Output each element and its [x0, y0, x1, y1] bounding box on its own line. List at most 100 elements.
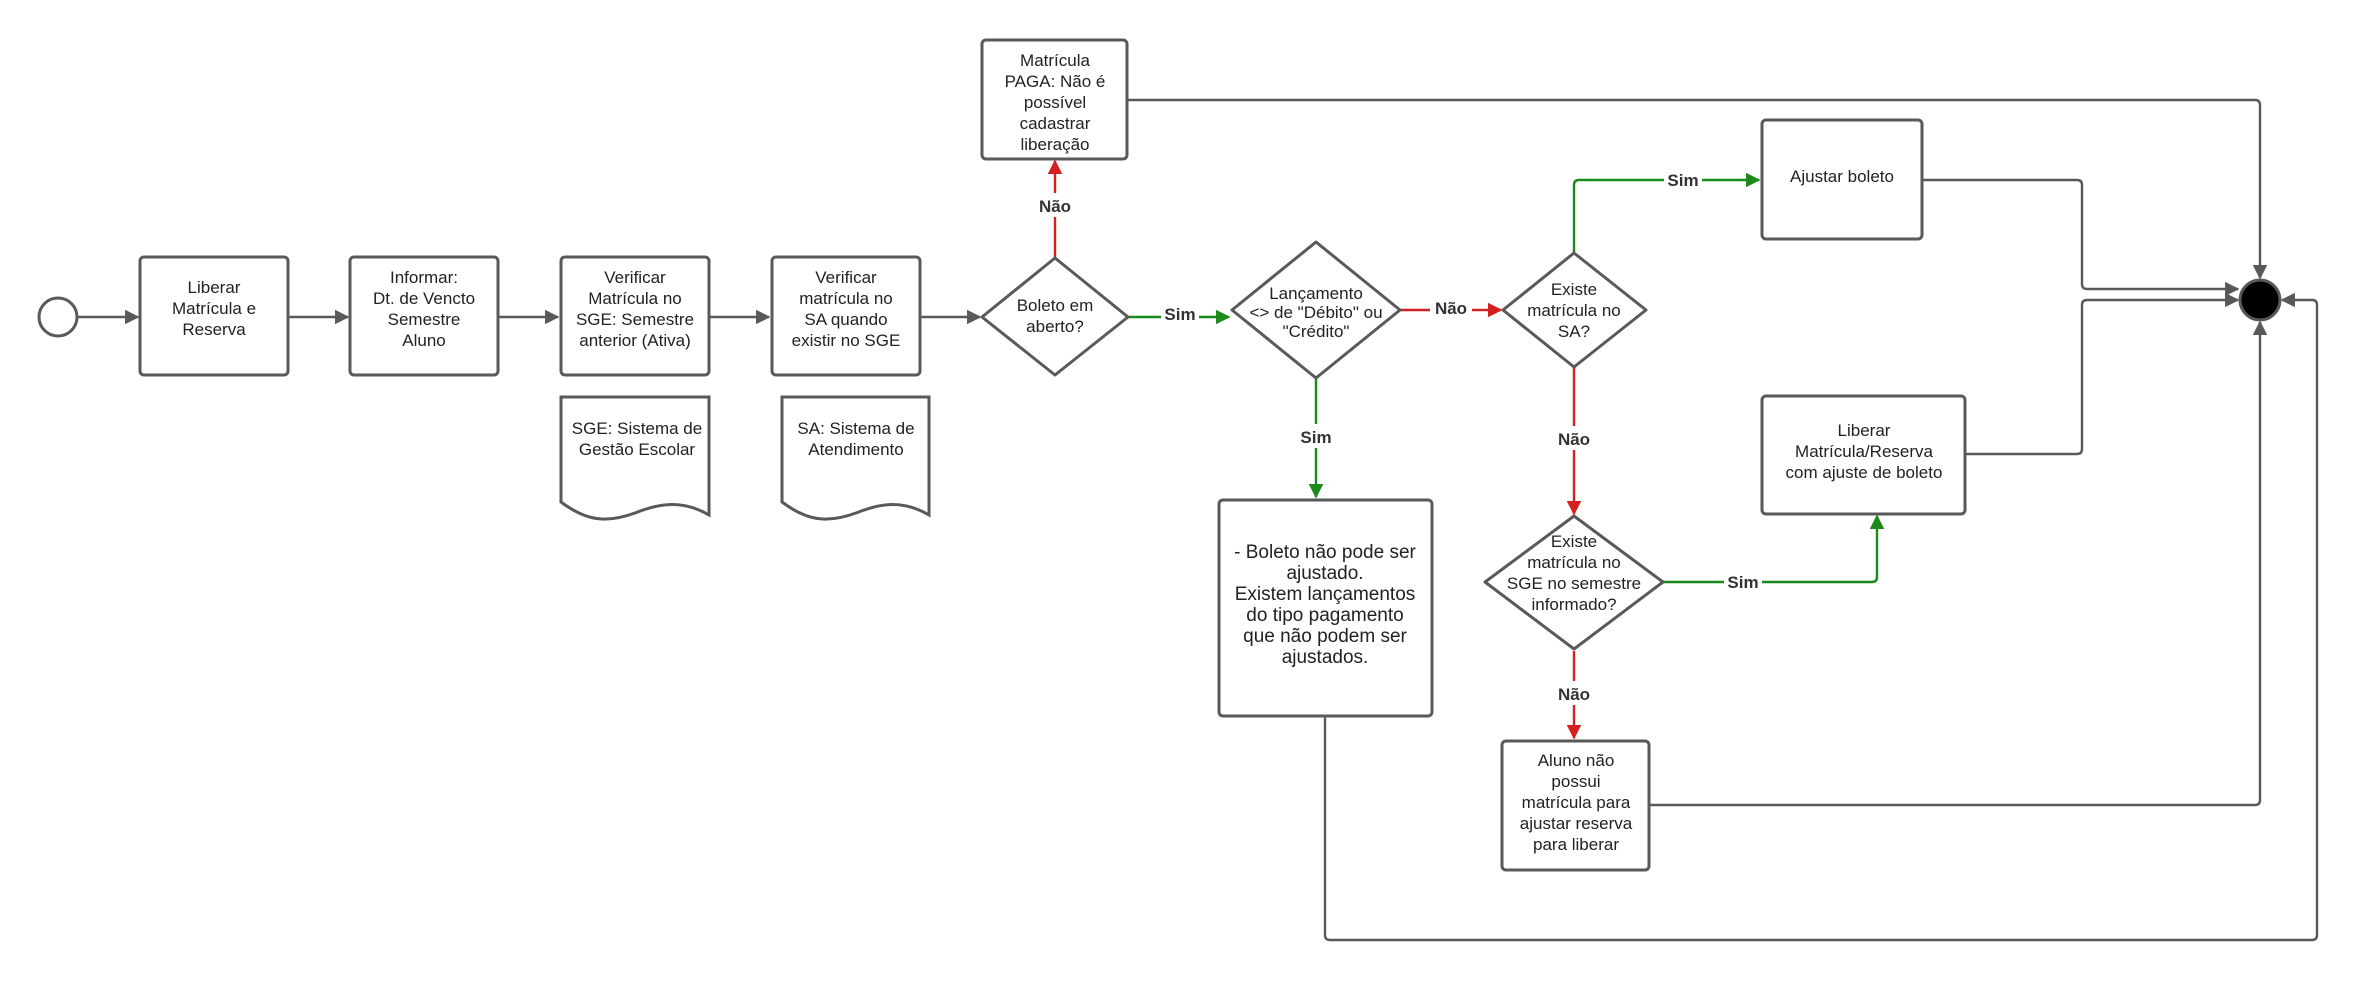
doc-sge-label-line: SGE: Sistema de	[572, 419, 702, 438]
node-liberar-label-line: Reserva	[182, 320, 246, 339]
decision-boleto-aberto-label-line: aberto?	[1026, 317, 1084, 336]
node-informar-label-line: Dt. de Vencto	[373, 289, 475, 308]
decision-existe-sa[interactable]: Existe matrícula no SA?	[1501, 251, 1648, 369]
edge-label-nao-paga: Não	[1039, 197, 1071, 216]
node-aluno-nao-label: Aluno não possui matrícula para ajustar res…	[1520, 751, 1633, 854]
node-matricula-paga-label-line: possível	[1024, 93, 1086, 112]
node-matricula-paga-label-line: liberação	[1021, 135, 1090, 154]
edge-label-sim-doc: Sim	[1300, 428, 1331, 447]
decision-lancamento-label: Lançamento<> de "Débito" ou"Crédito"	[1249, 284, 1382, 341]
node-boleto-nao-ajustado-label-line: ajustado.	[1286, 563, 1363, 584]
edge-label-sim-ajustar: Sim	[1667, 171, 1698, 190]
decision-boleto-aberto[interactable]: Boleto em aberto?	[980, 256, 1130, 377]
end-event[interactable]	[2238, 278, 2282, 322]
doc-sa: SA: Sistema de Atendimento	[780, 395, 931, 521]
node-ajustar-boleto-label-line: Ajustar boleto	[1790, 167, 1894, 186]
doc-sa-label-line: SA: Sistema de	[797, 419, 914, 438]
decision-existe-sa-label-line: SA?	[1558, 322, 1590, 341]
decision-existe-sge-label: Existe matrícula no SGE no semestre informa…	[1507, 532, 1641, 614]
edge-label-nao-existe-sge: Não	[1558, 430, 1590, 449]
edge-boleto-nao-ajustado-end	[1323, 292, 2319, 942]
node-matricula-paga-label-line: cadastrar	[1020, 114, 1091, 133]
doc-sa-label: SA: Sistema de Atendimento	[797, 419, 914, 459]
decision-existe-sge-label-line: informado?	[1531, 595, 1616, 614]
node-aluno-nao-label-line: para liberar	[1533, 835, 1619, 854]
node-verificar-sa-label-line: matrícula no	[799, 289, 893, 308]
decision-boleto-aberto-label: Boleto em aberto?	[1017, 296, 1094, 336]
decision-existe-sa-label-line: matrícula no	[1527, 301, 1621, 320]
decision-lancamento-label-line: <> de "Débito" ou	[1249, 303, 1382, 322]
node-verificar-sa-label-line: Verificar	[815, 268, 877, 287]
node-informar-label-line: Aluno	[402, 331, 445, 350]
decision-boleto-aberto-label-line: Boleto em	[1017, 296, 1094, 315]
node-boleto-nao-ajustado-label-line: que não podem ser	[1243, 626, 1407, 647]
node-aluno-nao[interactable]: Aluno não possui matrícula para ajustar res…	[1500, 739, 1651, 872]
node-aluno-nao-label-line: ajustar reserva	[1520, 814, 1633, 833]
node-matricula-paga-label-line: Matrícula	[1020, 51, 1090, 70]
node-liberar-label-line: Liberar	[188, 278, 241, 297]
node-verificar-sge-label-line: Verificar	[604, 268, 666, 287]
doc-sge-label: SGE: Sistema de Gestão Escolar	[572, 419, 702, 459]
node-verificar-sa-label: Verificar matrícula no SA quando existir no…	[792, 268, 901, 350]
edge-label-sim-liberar: Sim	[1727, 573, 1758, 592]
node-verificar-sge-label-line: anterior (Ativa)	[579, 331, 690, 350]
decision-existe-sge-label-line: matrícula no	[1527, 553, 1621, 572]
doc-sa-label-line: Atendimento	[808, 440, 903, 459]
node-aluno-nao-label-line: matrícula para	[1522, 793, 1631, 812]
node-aluno-nao-label-line: possui	[1551, 772, 1600, 791]
edge-existe-sa-ajustar	[1572, 172, 1761, 253]
doc-sge-label-line: Gestão Escolar	[579, 440, 696, 459]
node-verificar-sge-label-line: SGE: Semestre	[576, 310, 694, 329]
node-boleto-nao-ajustado-label-line: - Boleto não pode ser	[1234, 542, 1416, 563]
edge-label-nao-aluno: Não	[1558, 685, 1590, 704]
edge-matricula-paga-end	[1127, 98, 2268, 280]
node-verificar-sa[interactable]: Verificar matrícula no SA quando existir no…	[770, 255, 922, 377]
doc-sge: SGE: Sistema de Gestão Escolar	[559, 395, 711, 521]
node-ajustar-boleto[interactable]: Ajustar boleto	[1760, 118, 1924, 241]
node-boleto-nao-ajustado-label-line: ajustados.	[1282, 647, 1369, 668]
decision-existe-sge-label-line: SGE no semestre	[1507, 574, 1641, 593]
node-boleto-nao-ajustado-label-line: do tipo pagamento	[1246, 605, 1403, 626]
decision-lancamento-label-line: "Crédito"	[1283, 322, 1350, 341]
decision-existe-sge[interactable]: Existe matrícula no SGE no semestre informa…	[1483, 514, 1665, 651]
decision-lancamento-label-line: Lançamento	[1269, 284, 1363, 303]
node-informar-label-line: Informar:	[390, 268, 458, 287]
node-matricula-paga-label-line: PAGA: Não é	[1005, 72, 1106, 91]
node-liberar-label-line: Matrícula e	[172, 299, 256, 318]
decision-existe-sa-label-line: Existe	[1551, 280, 1597, 299]
node-verificar-sa-label-line: existir no SGE	[792, 331, 901, 350]
decision-existe-sge-label-line: Existe	[1551, 532, 1597, 551]
node-liberar-ajuste-label-line: com ajuste de boleto	[1786, 463, 1943, 482]
edge-ajustar-end	[1922, 178, 2240, 297]
node-verificar-sa-label-line: SA quando	[804, 310, 887, 329]
node-liberar-ajuste-label-line: Liberar	[1838, 421, 1891, 440]
decision-existe-sa-label: Existe matrícula no SA?	[1527, 280, 1621, 341]
edge-labels: Não Sim Não Sim Sim Não Sim Não	[1033, 167, 1762, 705]
edge-existe-sge-liberar-ajuste	[1663, 514, 1885, 584]
node-liberar-ajuste-label-line: Matrícula/Reserva	[1795, 442, 1933, 461]
edges	[78, 98, 2319, 942]
node-informar-label-line: Semestre	[388, 310, 461, 329]
edge-label-nao-existe-sa: Não	[1435, 299, 1467, 318]
node-aluno-nao-label-line: Aluno não	[1538, 751, 1615, 770]
start-event[interactable]	[37, 296, 79, 338]
edge-aluno-nao-end	[1649, 320, 2268, 807]
node-ajustar-boleto-label: Ajustar boleto	[1790, 167, 1894, 186]
decision-lancamento[interactable]: Lançamento<> de "Débito" ou"Crédito"	[1230, 240, 1402, 380]
node-verificar-sge-label-line: Matrícula no	[588, 289, 682, 308]
node-boleto-nao-ajustado-label-line: Existem lançamentos	[1235, 584, 1416, 605]
edge-label-sim-lancamento: Sim	[1164, 305, 1195, 324]
